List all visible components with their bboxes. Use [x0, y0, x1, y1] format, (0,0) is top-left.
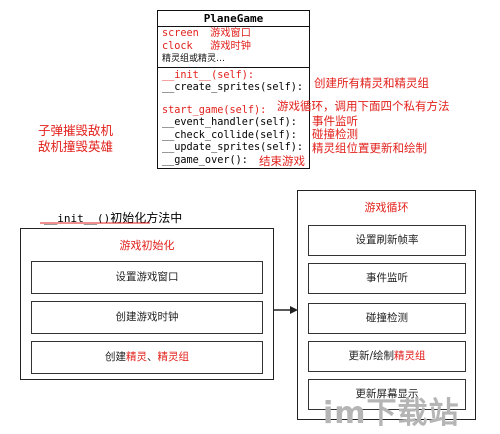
- init-flow-box: 游戏初始化 设置游戏窗口 创建游戏时钟 创建精灵、精灵组: [20, 228, 274, 380]
- loop-step-frame-rate: 设置刷新帧率: [308, 225, 466, 256]
- loop-step-collision: 碰撞检测: [308, 303, 466, 334]
- annotation-start-game: 游戏循环，调用下面四个私有方法: [277, 99, 450, 113]
- attribute-row: 精灵组或精灵…: [162, 54, 226, 64]
- init-caption-text: 初始化方法中: [110, 211, 183, 225]
- method-start-game: start_game(self):: [162, 104, 267, 116]
- loop-step-update-draw: 更新/绘制精灵组: [308, 341, 466, 372]
- game-loop-box: 游戏循环 设置刷新帧率 事件监听 碰撞检测 更新/绘制精灵组 更新屏幕显示: [297, 190, 476, 420]
- step-text: 、: [147, 351, 158, 363]
- attribute-name: clock: [162, 40, 193, 52]
- game-loop-title: 游戏循环: [364, 201, 409, 214]
- method-game-over: __game_over():: [162, 154, 248, 166]
- attribute-name: screen: [162, 28, 199, 39]
- step-text: 创建: [105, 351, 126, 363]
- class-name: PlaneGame: [158, 11, 309, 27]
- step-highlight: 精灵组: [394, 350, 426, 362]
- step-highlight: 精灵: [126, 351, 147, 363]
- init-step-create-sprites: 创建精灵、精灵组: [31, 341, 263, 374]
- attribute-desc: 游戏窗口: [210, 28, 251, 39]
- class-methods: __init__(self): __create_sprites(self): …: [158, 68, 309, 168]
- collide-note-line1: 子弹摧毁敌机: [38, 123, 114, 138]
- init-caption: __init__()初始化方法中: [44, 209, 182, 226]
- attribute-row: screen 游戏窗口: [162, 28, 305, 41]
- method-check-collide: __check_collide(self):: [162, 129, 297, 141]
- collide-note: 子弹摧毁敌机 敌机撞毁英雄: [38, 123, 113, 155]
- class-attributes: screen 游戏窗口 clock 游戏时钟 精灵组或精灵…: [158, 27, 309, 68]
- flow-arrow: [274, 306, 298, 314]
- watermark-logo: im下载站: [323, 396, 460, 431]
- init-step-create-clock: 创建游戏时钟: [31, 301, 263, 334]
- init-step-set-window: 设置游戏窗口: [31, 261, 263, 294]
- annotation-update-sprites: 精灵组位置更新和绘制: [312, 141, 427, 155]
- attribute-row: clock 游戏时钟: [162, 41, 305, 54]
- annotation-create-sprites: 创建所有精灵和精灵组: [314, 76, 429, 90]
- annotation-event-handler: 事件监听: [312, 114, 358, 128]
- loop-step-event-listen: 事件监听: [308, 263, 466, 294]
- attribute-desc: 游戏时钟: [210, 40, 251, 52]
- annotation-game-over: 结束游戏: [259, 154, 305, 168]
- init-caption-underline: [40, 222, 150, 224]
- loop-step-refresh-screen: 更新屏幕显示: [308, 379, 466, 410]
- init-flow-title: 游戏初始化: [119, 239, 175, 252]
- init-caption-code: __init__(): [44, 212, 111, 225]
- method-create-sprites: __create_sprites(self):: [162, 82, 304, 93]
- step-highlight: 精灵组: [157, 351, 190, 363]
- method-event-handler: __event_handler(self):: [162, 117, 297, 128]
- method-update-sprites: __update_sprites(self):: [162, 142, 304, 153]
- annotation-check-collide: 碰撞检测: [312, 127, 358, 141]
- method-init: __init__(self):: [162, 69, 255, 81]
- step-text: 更新/绘制: [348, 350, 395, 362]
- plane-game-class-box: PlaneGame screen 游戏窗口 clock 游戏时钟 精灵组或精灵……: [157, 10, 310, 169]
- collide-note-line2: 敌机撞毁英雄: [38, 139, 114, 154]
